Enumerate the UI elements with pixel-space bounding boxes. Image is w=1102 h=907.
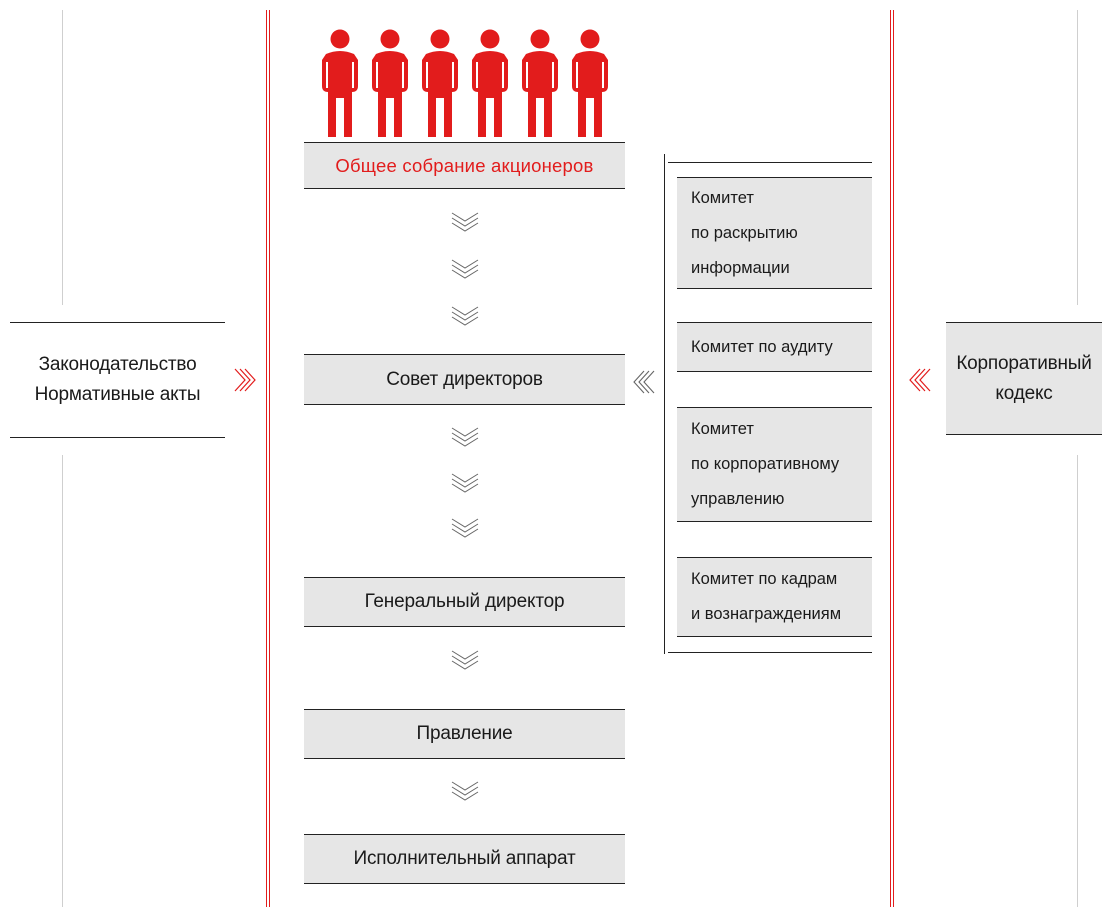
person-icon bbox=[522, 29, 558, 137]
committee-disclosure: Комитет по раскрытию информации bbox=[677, 177, 872, 289]
left-guide-bottom bbox=[62, 455, 63, 907]
chevron-down-triple-icon bbox=[450, 649, 480, 676]
person-icon bbox=[422, 29, 458, 137]
chevron-left-triple-icon bbox=[906, 367, 932, 398]
legislation-box: Законодательство Нормативные акты bbox=[10, 322, 225, 438]
committee-audit: Комитет по аудиту bbox=[677, 322, 872, 372]
chevron-down-triple-icon bbox=[450, 780, 480, 807]
legislation-line2: Нормативные акты bbox=[34, 384, 201, 405]
shareholders-group bbox=[318, 28, 613, 138]
shareholders-meeting-box: Общее собрание акционеров bbox=[304, 142, 625, 189]
general-director-label: Генеральный директор bbox=[364, 591, 565, 612]
person-icon bbox=[472, 29, 508, 137]
chevron-down-triple-icon bbox=[450, 211, 480, 238]
committee-personnel-label: Комитет по кадрам и вознаграждениям bbox=[691, 570, 842, 623]
board-of-directors-box: Совет директоров bbox=[304, 354, 625, 405]
left-red-border bbox=[266, 10, 270, 907]
committees-bracket bbox=[664, 154, 665, 654]
board-of-directors-label: Совет директоров bbox=[386, 368, 543, 390]
executive-office-box: Исполнительный аппарат bbox=[304, 834, 625, 884]
chevron-down-triple-icon bbox=[450, 517, 480, 544]
legislation-line1: Законодательство bbox=[38, 354, 197, 375]
person-icon bbox=[372, 29, 408, 137]
right-guide-bottom bbox=[1077, 455, 1078, 907]
committee-personnel: Комитет по кадрам и вознаграждениям bbox=[677, 557, 872, 637]
general-director-box: Генеральный директор bbox=[304, 577, 625, 627]
right-guide-top bbox=[1077, 10, 1078, 305]
shareholders-meeting-label: Общее собрание акционеров bbox=[335, 154, 594, 176]
committees-bottom-line bbox=[668, 652, 872, 653]
committee-disclosure-label: Комитет по раскрытию информации bbox=[691, 188, 798, 277]
chevron-down-triple-icon bbox=[450, 305, 480, 332]
committees-top-line bbox=[668, 162, 872, 163]
chevron-down-triple-icon bbox=[450, 258, 480, 285]
chevron-right-triple-icon bbox=[233, 367, 259, 398]
executive-office-label: Исполнительный аппарат bbox=[353, 848, 576, 869]
committee-corporate-governance: Комитет по корпоративному управлению bbox=[677, 407, 872, 522]
committee-corporate-governance-label: Комитет по корпоративному управлению bbox=[691, 420, 840, 508]
right-red-border bbox=[890, 10, 894, 907]
corporate-code-box: Корпоративный кодекс bbox=[946, 322, 1102, 435]
chevron-down-triple-icon bbox=[450, 426, 480, 453]
shareholders-icons bbox=[322, 29, 608, 137]
corporate-code-line1: Корпоративный bbox=[956, 352, 1092, 374]
management-board-label: Правление bbox=[416, 723, 513, 744]
corporate-code-line2: кодекс bbox=[995, 382, 1053, 404]
chevron-down-triple-icon bbox=[450, 472, 480, 499]
person-icon bbox=[572, 29, 608, 137]
person-icon bbox=[322, 29, 358, 137]
left-guide-top bbox=[62, 10, 63, 305]
management-board-box: Правление bbox=[304, 709, 625, 759]
chevron-left-triple-icon bbox=[630, 369, 656, 400]
committee-audit-label: Комитет по аудиту bbox=[691, 337, 833, 356]
